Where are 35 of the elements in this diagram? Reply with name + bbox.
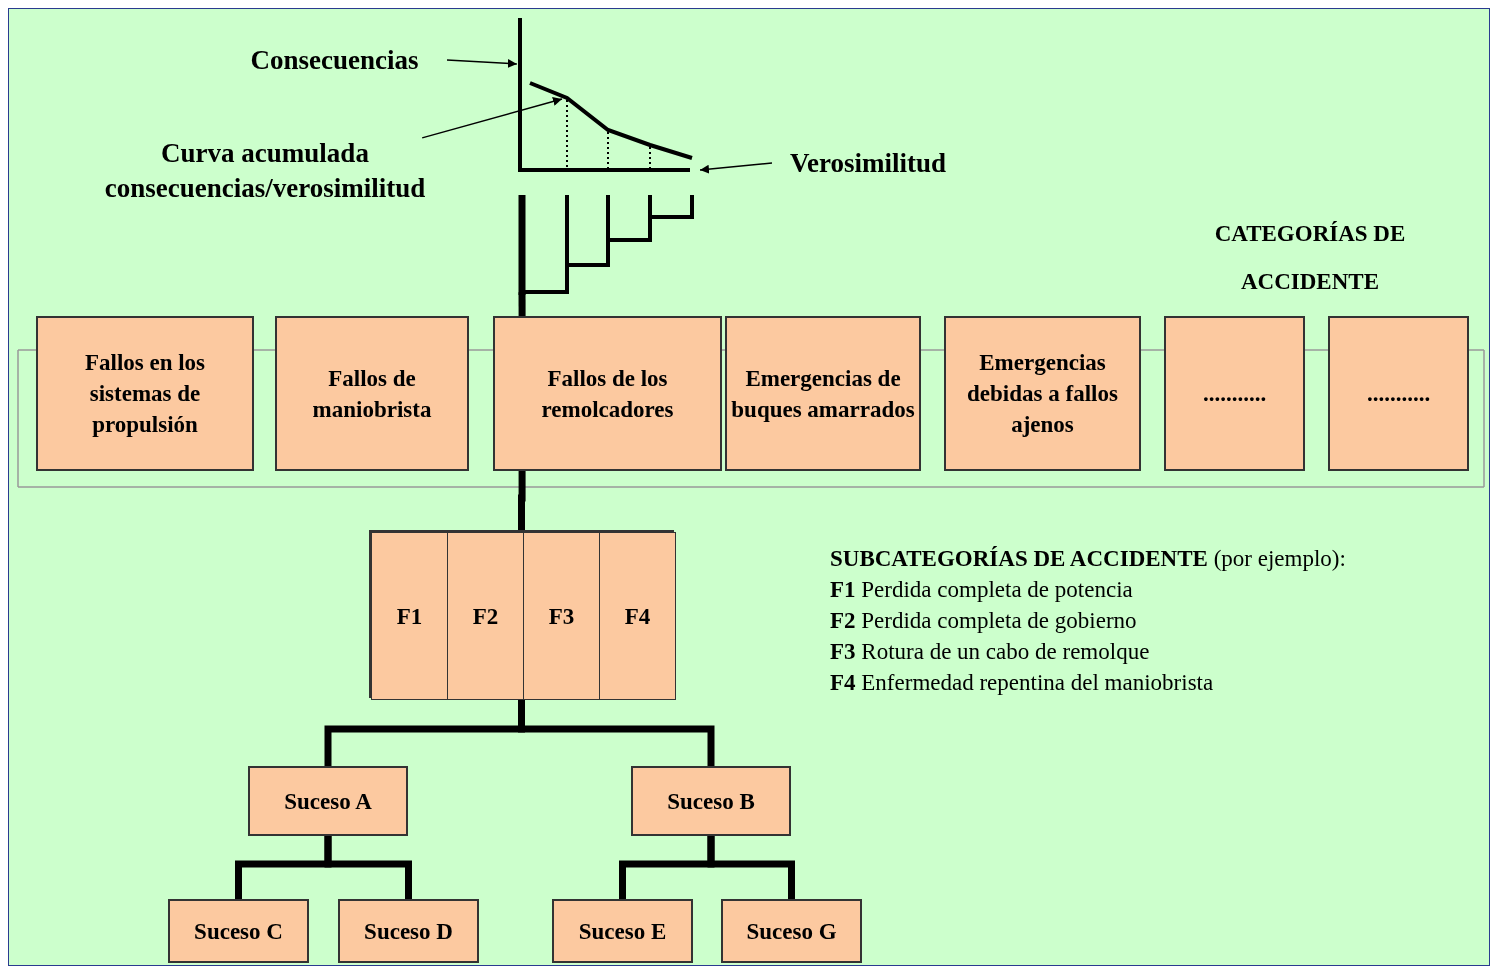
leader-arrow [446, 59, 518, 68]
category-box: ........... [1164, 316, 1305, 471]
axis-label: Verosimilitud [772, 145, 964, 181]
note-heading: SUBCATEGORÍAS DE ACCIDENTE (por ejemplo): [830, 545, 1346, 573]
leader-arrow [421, 97, 563, 139]
axis-label: Consecuencias [222, 42, 447, 78]
event-box: Suceso G [721, 899, 862, 963]
event-box: Suceso D [338, 899, 479, 963]
leader-arrow [699, 162, 773, 174]
subcategory-cell: F1 [371, 532, 448, 700]
subcategory-cell: F4 [599, 532, 676, 700]
connector-line [324, 836, 412, 899]
subcategory-cell: F3 [523, 532, 600, 700]
note-line: F1 Perdida completa de potencia [830, 576, 1133, 604]
curve-label: Curva acumulada consecuencias/verosimilitud [70, 135, 460, 207]
connector-line [518, 292, 526, 316]
subcategory-box [369, 530, 674, 698]
heading: CATEGORÍAS DE ACCIDENTE [1213, 220, 1407, 296]
category-box: Emergencias debidas a fallos ajenos [944, 316, 1141, 471]
connector-line [518, 471, 526, 530]
event-box: Suceso C [168, 899, 309, 963]
connector-line [518, 698, 715, 766]
subcategory-cell: F2 [447, 532, 524, 700]
connector-line [707, 836, 795, 899]
category-box: Fallos en los sistemas de propulsión [36, 316, 254, 471]
event-box: Suceso A [248, 766, 408, 836]
note-line: F3 Rotura de un cabo de remolque [830, 638, 1150, 666]
category-box: Fallos de los remolcadores [493, 316, 722, 471]
category-box: Emergencias de buques amarrados [725, 316, 921, 471]
category-box: ........... [1328, 316, 1469, 471]
note-line: F2 Perdida completa de gobierno [830, 607, 1137, 635]
event-box: Suceso B [631, 766, 791, 836]
event-box: Suceso E [552, 899, 693, 963]
category-box: Fallos de maniobrista [275, 316, 469, 471]
note-line: F4 Enfermedad repentina del maniobrista [830, 669, 1214, 697]
